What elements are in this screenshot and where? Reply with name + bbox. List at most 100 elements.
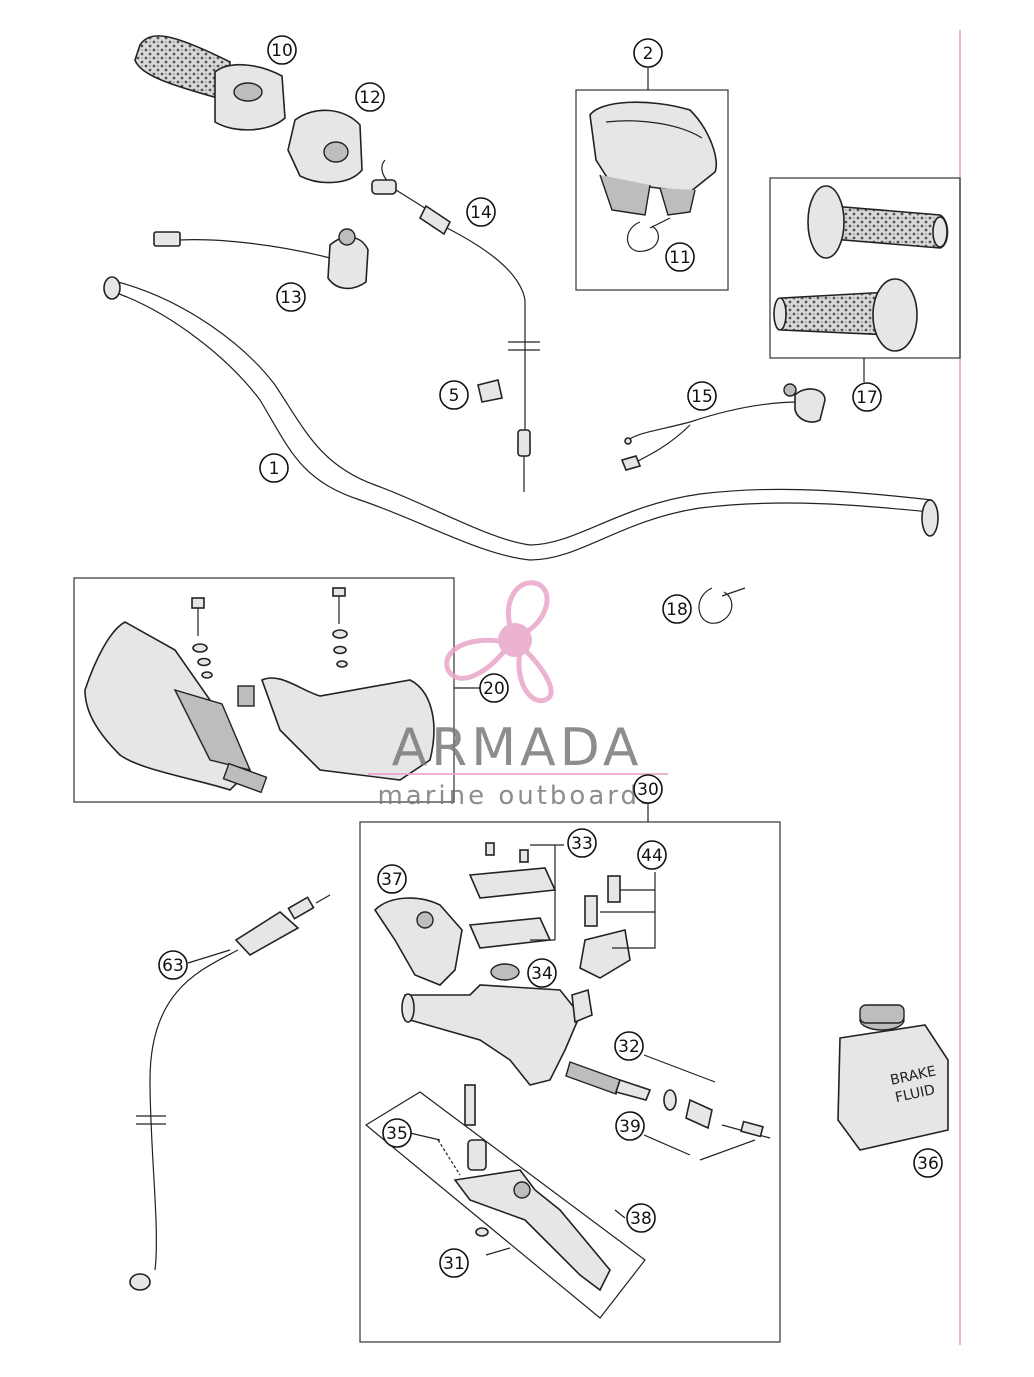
callout-circle <box>615 1111 645 1141</box>
leader-lines <box>187 68 865 1256</box>
callout-20: 20 <box>479 673 509 703</box>
callout-number: 1 <box>269 459 280 479</box>
callout-number: 38 <box>630 1209 652 1229</box>
watermark: ARMADA marine outboards <box>368 580 668 811</box>
callout-18: 18 <box>662 594 692 624</box>
callout-32: 32 <box>614 1031 644 1061</box>
callout-number: 10 <box>271 41 293 61</box>
pad-box <box>575 89 729 291</box>
callout-1: 1 <box>259 453 289 483</box>
grip-left <box>807 185 949 259</box>
callout-15: 15 <box>687 381 717 411</box>
lever-31 <box>437 1084 611 1292</box>
callout-5: 5 <box>439 380 469 410</box>
lever-group-outline <box>364 1091 646 1319</box>
callout-2: 2 <box>633 38 663 68</box>
handguard-box <box>73 577 455 803</box>
callout-number: 32 <box>618 1037 640 1057</box>
callout-number: 20 <box>483 679 505 699</box>
callout-circle <box>267 35 297 65</box>
callout-number: 63 <box>162 956 184 976</box>
reservoir-cover-33 <box>468 842 557 949</box>
callout-number: 18 <box>666 600 688 620</box>
watermark-brand: ARMADA <box>392 718 643 778</box>
callout-circle <box>479 673 509 703</box>
callout-number: 37 <box>381 870 403 890</box>
grips-box <box>769 177 961 359</box>
callout-34: 34 <box>527 958 557 988</box>
callout-number: 5 <box>449 386 460 406</box>
seal-34 <box>490 963 520 981</box>
callout-circle <box>633 774 663 804</box>
callout-number: 35 <box>386 1124 408 1144</box>
handguard-bolts <box>191 587 348 679</box>
brake-fluid-bottle: BRAKE FLUID <box>837 1004 949 1151</box>
kill-switch <box>153 228 369 290</box>
callout-circle <box>852 382 882 412</box>
callout-circle <box>665 242 695 272</box>
callout-10: 10 <box>267 35 297 65</box>
callout-number: 44 <box>641 846 663 866</box>
master-cylinder-box <box>359 821 781 1343</box>
callout-11: 11 <box>665 242 695 272</box>
throttle-cable <box>371 159 540 492</box>
callout-number: 17 <box>856 388 878 408</box>
callout-circle <box>527 958 557 988</box>
callout-number: 2 <box>643 44 654 64</box>
callout-number: 11 <box>669 248 691 268</box>
callout-number: 33 <box>571 834 593 854</box>
callout-12: 12 <box>355 82 385 112</box>
watermark-tagline: marine outboards <box>377 781 656 811</box>
callout-circle <box>567 828 597 858</box>
callout-63: 63 <box>158 950 188 980</box>
callout-38: 38 <box>626 1203 656 1233</box>
callout-31: 31 <box>439 1248 469 1278</box>
start-switch <box>620 383 826 471</box>
callout-33: 33 <box>567 828 597 858</box>
lever-guard-37 <box>373 897 463 986</box>
callout-circle <box>355 82 385 112</box>
bolts-44 <box>579 875 631 979</box>
cable-tie-11 <box>626 217 671 253</box>
callout-number: 14 <box>470 203 492 223</box>
callout-number: 12 <box>359 88 381 108</box>
callout-14: 14 <box>466 197 496 227</box>
cable-tie-18 <box>698 587 746 624</box>
callout-13: 13 <box>276 282 306 312</box>
handguard-left <box>84 621 268 794</box>
callout-circle <box>913 1148 943 1178</box>
throttle-grip <box>134 35 286 131</box>
callout-circle <box>439 380 469 410</box>
grip-right <box>773 278 918 352</box>
handlebar-pad <box>589 101 717 216</box>
brake-line <box>129 894 331 1291</box>
callout-circle <box>687 381 717 411</box>
callout-number: 39 <box>619 1117 641 1137</box>
callout-circle <box>466 197 496 227</box>
callout-35: 35 <box>382 1118 412 1148</box>
callout-circle <box>276 282 306 312</box>
throttle-cover <box>287 109 363 184</box>
callout-circle <box>626 1203 656 1233</box>
callout-17: 17 <box>852 382 882 412</box>
callout-circle <box>633 38 663 68</box>
callout-30: 30 <box>633 774 663 804</box>
cable-clip <box>477 379 503 403</box>
callout-circle <box>614 1031 644 1061</box>
callout-circle <box>158 950 188 980</box>
handlebar <box>103 276 939 561</box>
callout-number: 36 <box>917 1154 939 1174</box>
callout-number: 13 <box>280 288 302 308</box>
handguard-right <box>237 677 435 781</box>
callout-number: 15 <box>691 387 713 407</box>
callout-37: 37 <box>377 864 407 894</box>
callout-number: 31 <box>443 1254 465 1274</box>
callout-circle <box>439 1248 469 1278</box>
callout-39: 39 <box>615 1111 645 1141</box>
callout-circle <box>382 1118 412 1148</box>
callout-number: 30 <box>637 780 659 800</box>
callout-circle <box>259 453 289 483</box>
callout-circle <box>662 594 692 624</box>
propeller-logo <box>444 580 554 704</box>
